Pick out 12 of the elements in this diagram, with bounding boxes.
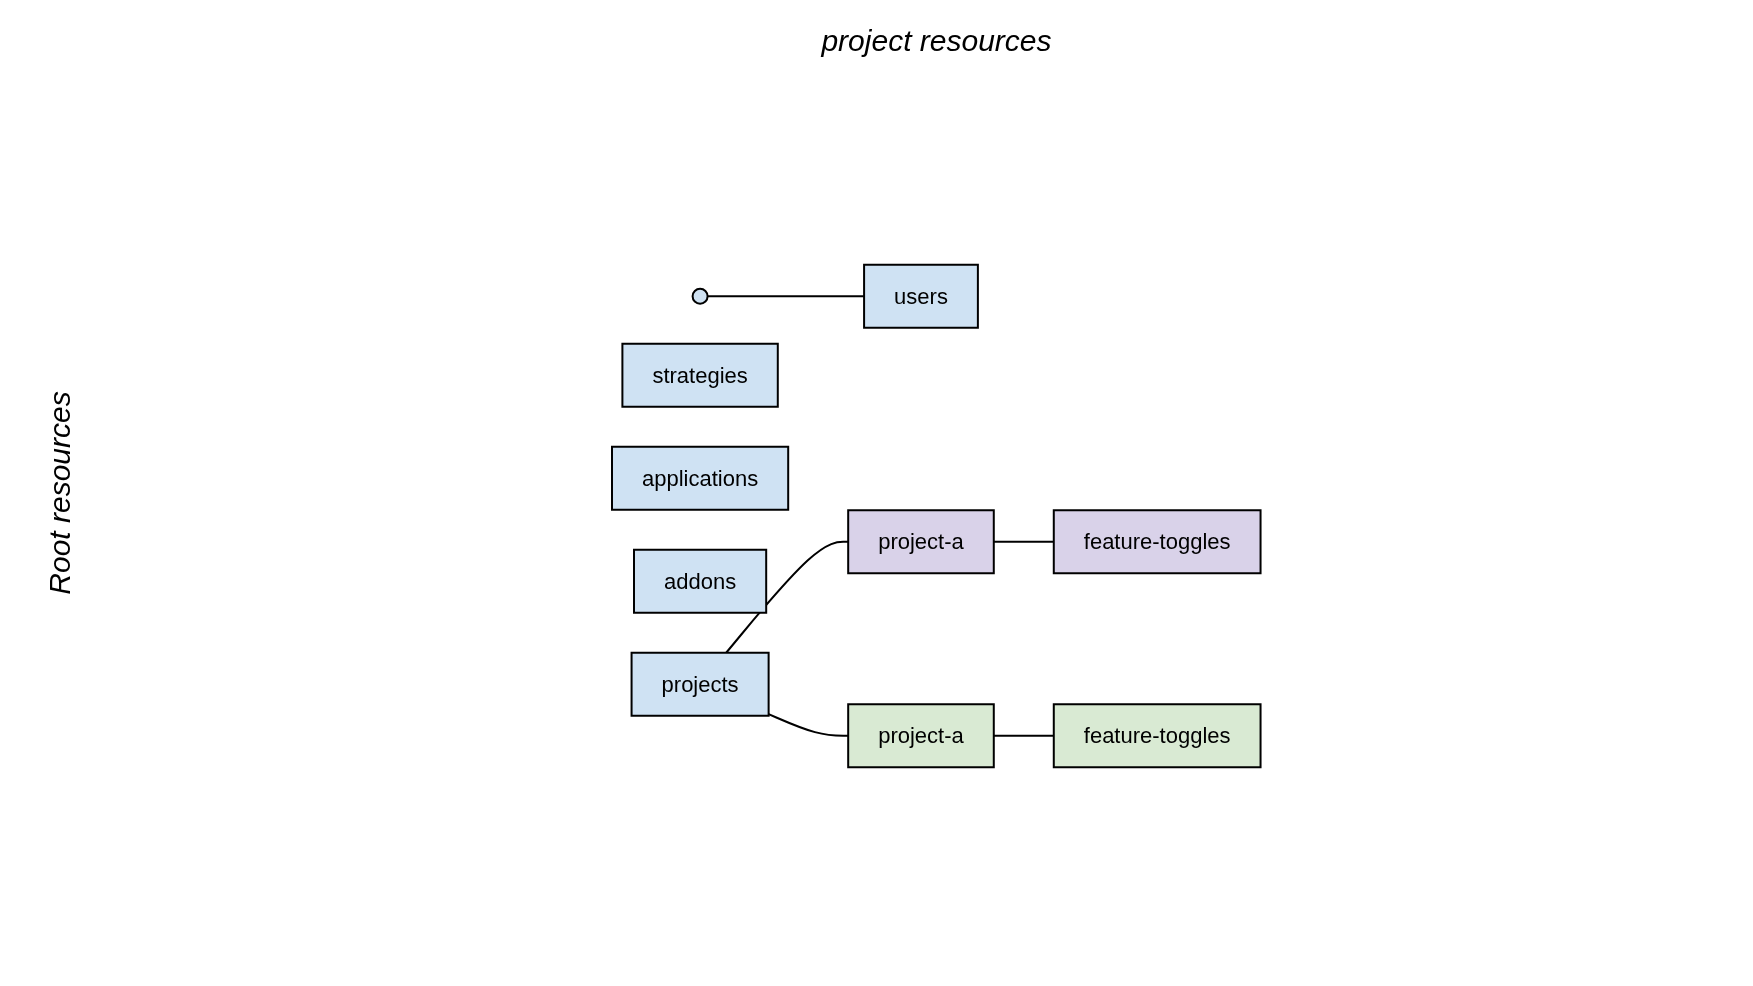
node-circle bbox=[691, 287, 709, 305]
group-label: Root resources bbox=[43, 391, 77, 595]
node-box: users bbox=[863, 263, 980, 329]
node-box: projects bbox=[630, 651, 770, 717]
node-box: strategies bbox=[621, 342, 779, 408]
node-box: feature-toggles bbox=[1053, 509, 1262, 575]
node-box: project-a bbox=[847, 509, 995, 575]
node-box: applications bbox=[611, 445, 790, 511]
node-box: feature-toggles bbox=[1053, 703, 1262, 769]
node-box: addons bbox=[633, 548, 768, 614]
node-box: project-a bbox=[847, 703, 995, 769]
group-label: project resources bbox=[821, 24, 1052, 58]
